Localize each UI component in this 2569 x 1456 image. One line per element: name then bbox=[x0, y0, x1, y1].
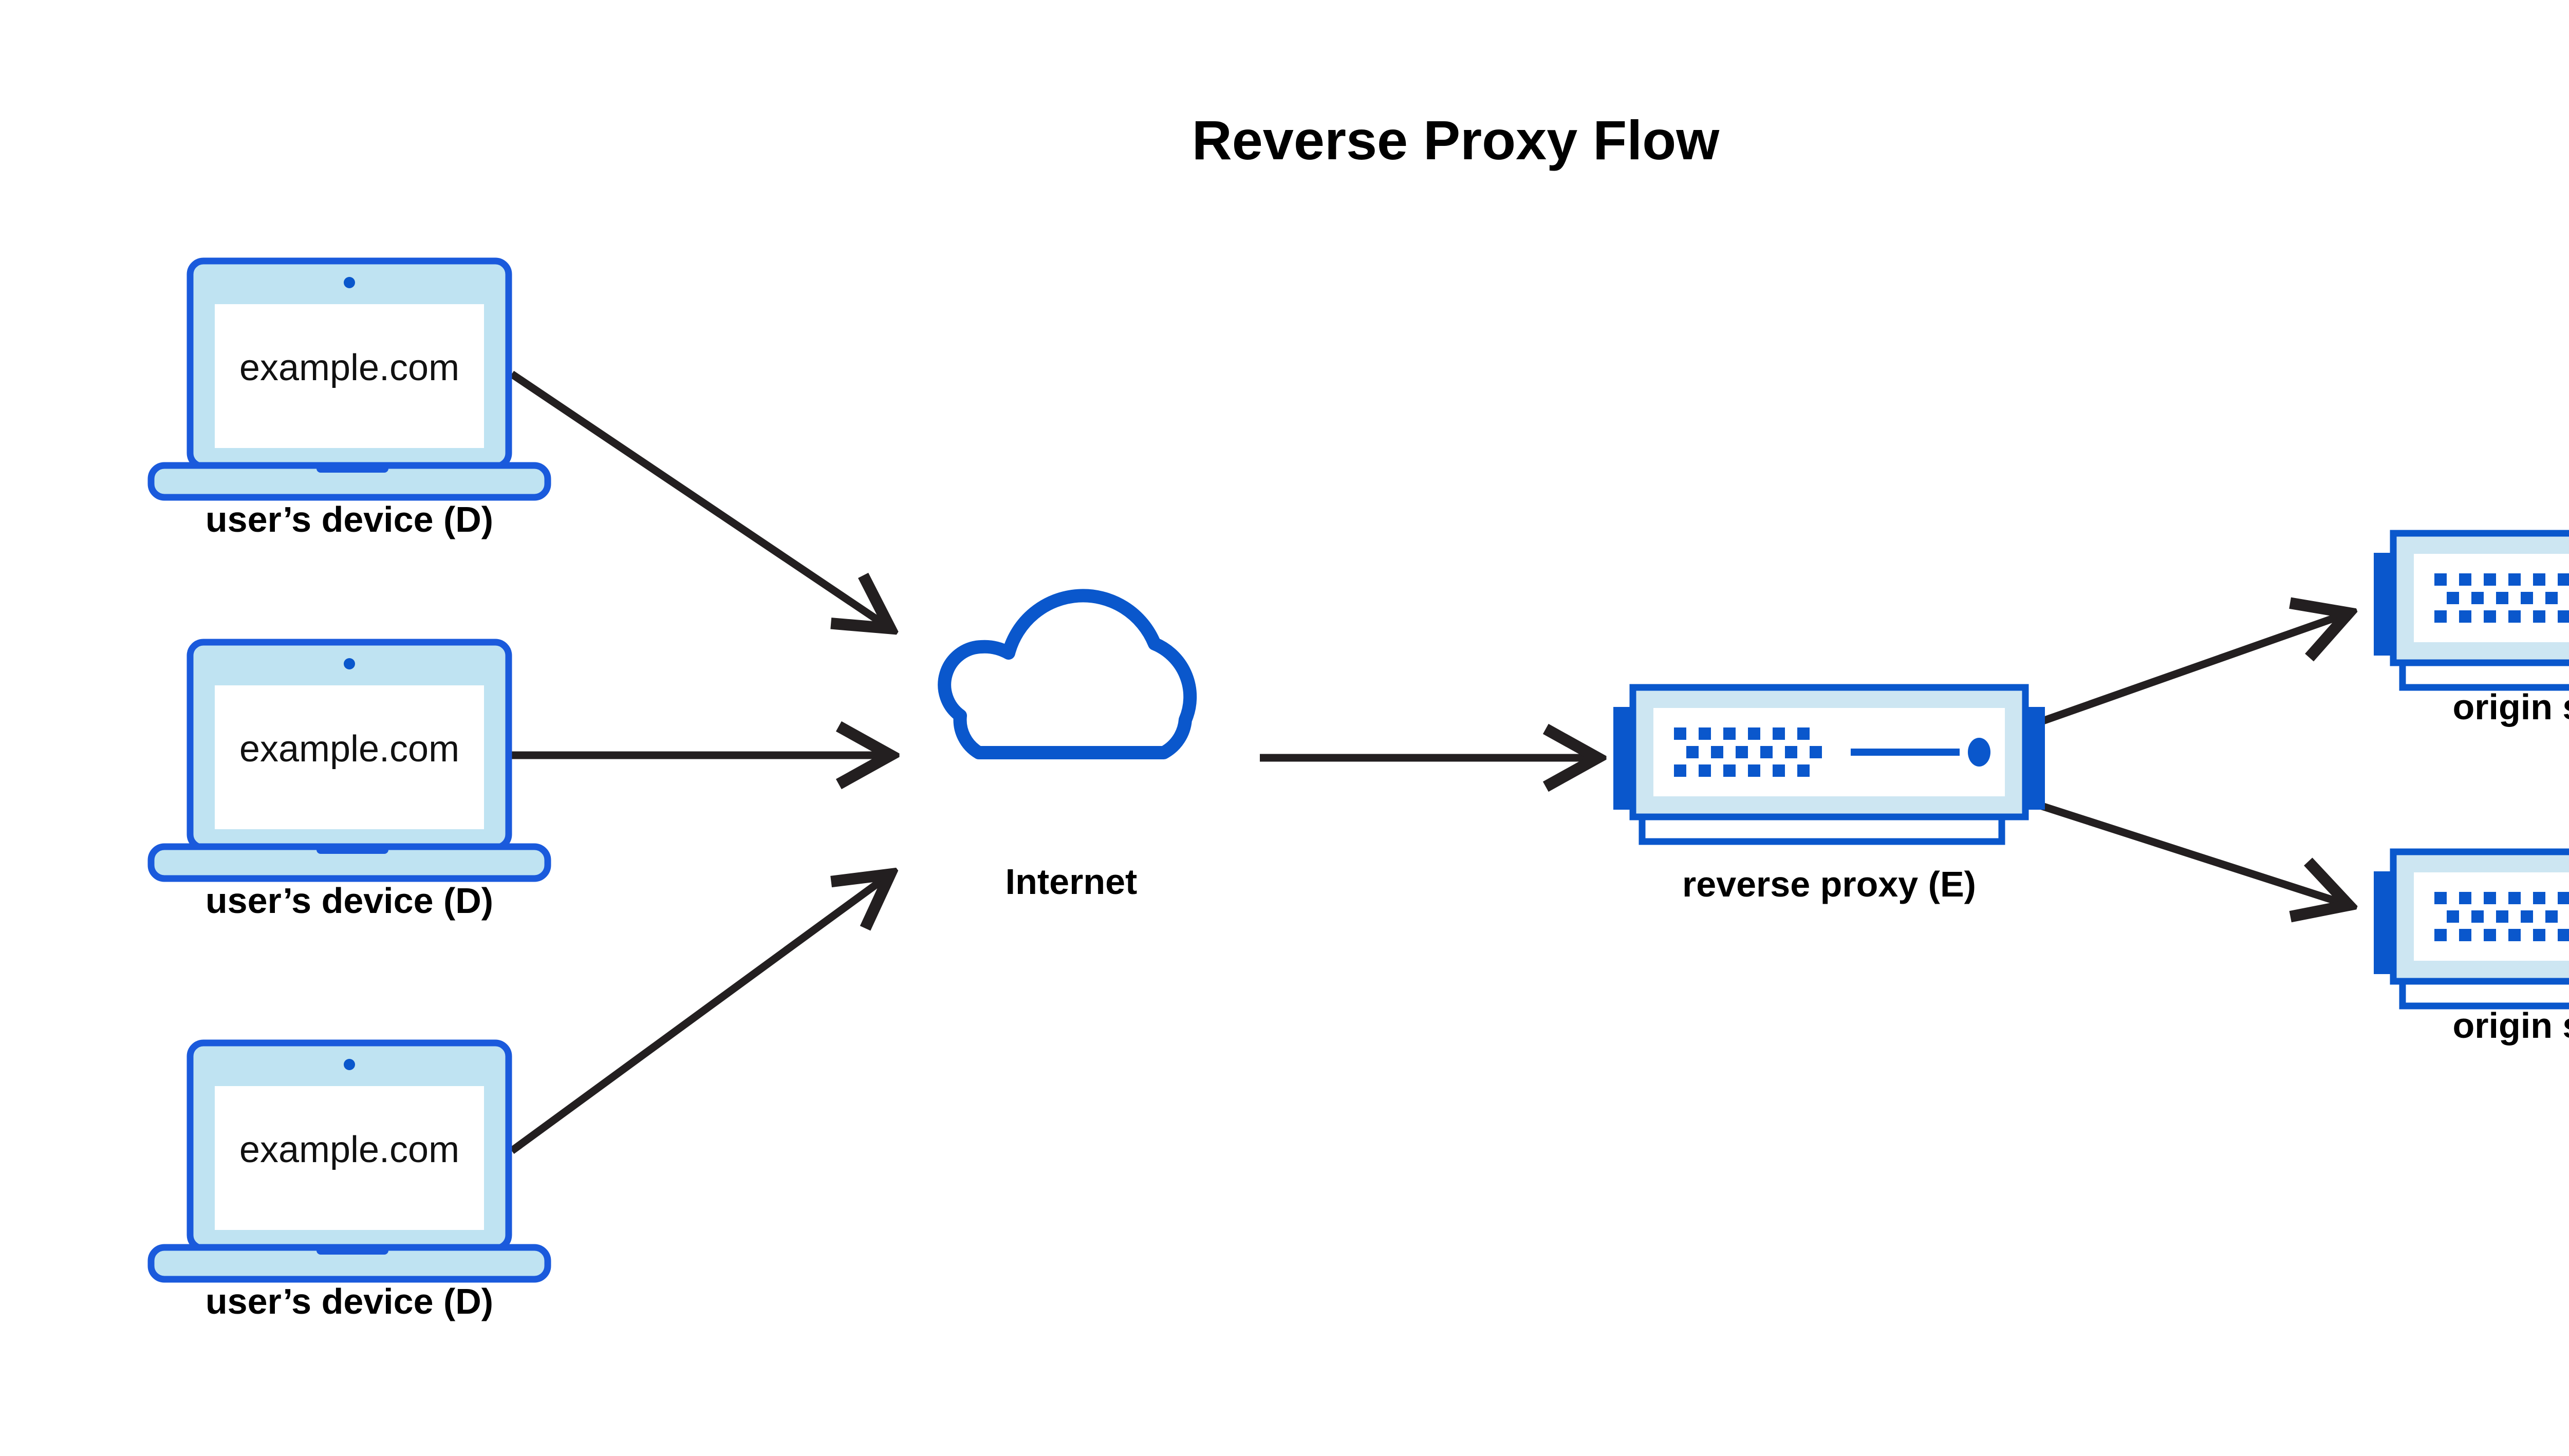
edge-device1-to-internet bbox=[509, 370, 888, 627]
node-reverse-proxy[interactable]: reverse proxy (E) bbox=[1613, 687, 2045, 904]
edge-proxy-to-origin1 bbox=[2002, 614, 2346, 739]
device-screen-text: example.com bbox=[239, 347, 459, 388]
node-origin-server-2[interactable]: origin server (F) bbox=[2374, 852, 2569, 1046]
node-user-device-2[interactable]: example.com user’s device (D) bbox=[151, 642, 548, 921]
edge-proxy-to-origin2 bbox=[2002, 790, 2346, 904]
node-label-origin-server-1: origin server (F) bbox=[2453, 687, 2569, 727]
node-label-internet: Internet bbox=[1006, 862, 1138, 902]
node-label-reverse-proxy: reverse proxy (E) bbox=[1682, 864, 1976, 904]
server-icon bbox=[1613, 687, 2045, 842]
page-title: Reverse Proxy Flow bbox=[1192, 109, 1720, 171]
cloud-icon bbox=[944, 595, 1190, 753]
server-icon bbox=[2374, 533, 2569, 687]
node-user-device-3[interactable]: example.com user’s device (D) bbox=[151, 1043, 548, 1321]
server-icon bbox=[2374, 852, 2569, 1006]
node-user-device-1[interactable]: example.com user’s device (D) bbox=[151, 261, 548, 539]
edge-device3-to-internet bbox=[509, 876, 888, 1154]
node-label-user-device-1: user’s device (D) bbox=[206, 499, 493, 539]
device-screen-text: example.com bbox=[239, 1129, 459, 1170]
node-internet[interactable]: Internet bbox=[944, 595, 1190, 902]
device-screen-text: example.com bbox=[239, 729, 459, 770]
node-label-user-device-3: user’s device (D) bbox=[206, 1281, 493, 1321]
node-origin-server-1[interactable]: origin server (F) bbox=[2374, 533, 2569, 727]
node-label-origin-server-2: origin server (F) bbox=[2453, 1005, 2569, 1046]
node-label-user-device-2: user’s device (D) bbox=[206, 881, 493, 921]
connector-layer bbox=[509, 370, 2346, 1154]
